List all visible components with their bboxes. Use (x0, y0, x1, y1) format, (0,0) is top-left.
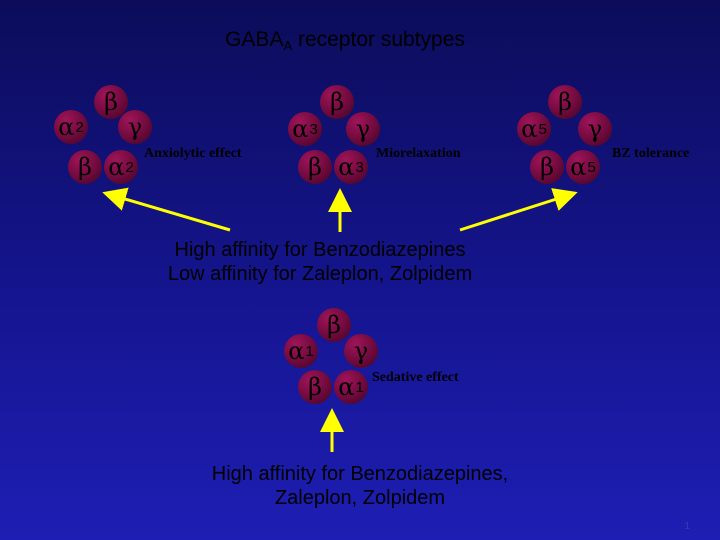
affinity-caption-alpha1: High affinity for Benzodiazepines, Zalep… (211, 463, 509, 509)
gamma-subunit: γ (346, 112, 380, 146)
effect-label: Miorelaxation (376, 146, 461, 161)
page-title: GABAA receptor subtypes (225, 28, 465, 53)
arrow-to-alpha5 (459, 188, 578, 232)
beta-subunit: β (298, 370, 332, 404)
effect-label: Anxiolytic effect (144, 146, 242, 161)
beta-subunit: β (298, 150, 332, 184)
beta-subunit: β (94, 85, 128, 119)
gamma-subunit: γ (118, 110, 152, 144)
effect-label: Sedative effect (372, 370, 459, 385)
arrow-to-alpha2 (102, 187, 231, 232)
gamma-subunit: γ (344, 334, 378, 368)
gamma-subunit: γ (578, 112, 612, 146)
beta-subunit: β (68, 150, 102, 184)
affinity-caption-group: High affinity for Benzodiazepines Low af… (167, 239, 473, 285)
beta-subunit: β (317, 308, 351, 342)
page-number: 1 (684, 521, 690, 532)
beta-subunit: β (548, 85, 582, 119)
beta-subunit: β (530, 150, 564, 184)
beta-subunit: β (320, 85, 354, 119)
effect-label: BZ tolerance (612, 146, 690, 161)
